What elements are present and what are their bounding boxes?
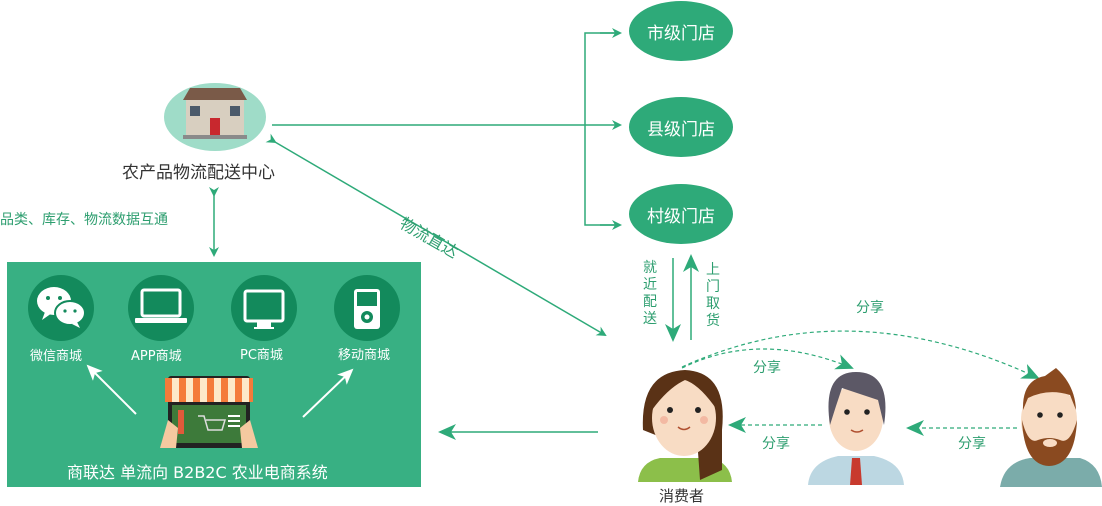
share-label: 分享 [762,436,790,452]
store-label: 市级门店 [647,23,715,44]
consumer-label: 消费者 [659,487,705,505]
platform-title: 商联达 单流向 B2B2C 农业电商系统 [67,463,328,482]
store-label: 村级门店 [647,206,715,227]
share-label: 分享 [856,300,884,316]
channel-mobile-label[interactable]: 移动商城 [338,348,391,363]
tablet-shop-icon [160,376,258,448]
consumer-bearded-avatar [1000,368,1102,487]
consumer-man-avatar [808,372,904,485]
monitor-icon [243,289,285,329]
store-village[interactable]: 村级门店 [629,184,733,244]
share-label: 分享 [753,360,781,376]
wechat-icon [37,287,86,328]
nearby-delivery-label: 就近配送 [643,260,657,327]
consumer-woman-avatar [638,370,732,482]
pickup-label: 上门取货 [706,262,720,329]
laptop-icon [135,288,187,323]
store-city[interactable]: 市级门店 [629,1,733,61]
store-county[interactable]: 县级门店 [629,97,733,157]
channel-app-label[interactable]: APP商城 [131,349,182,364]
store-label: 县级门店 [647,119,715,140]
house-icon [164,83,266,151]
data-sync-label: 品类、库存、物流数据互通 [0,212,168,228]
channel-wechat-label[interactable]: 微信商城 [30,349,83,364]
channel-pc-label[interactable]: PC商城 [240,348,283,363]
mobile-player-icon [354,289,380,329]
distribution-center-label: 农产品物流配送中心 [122,163,275,183]
share-label: 分享 [958,436,986,452]
